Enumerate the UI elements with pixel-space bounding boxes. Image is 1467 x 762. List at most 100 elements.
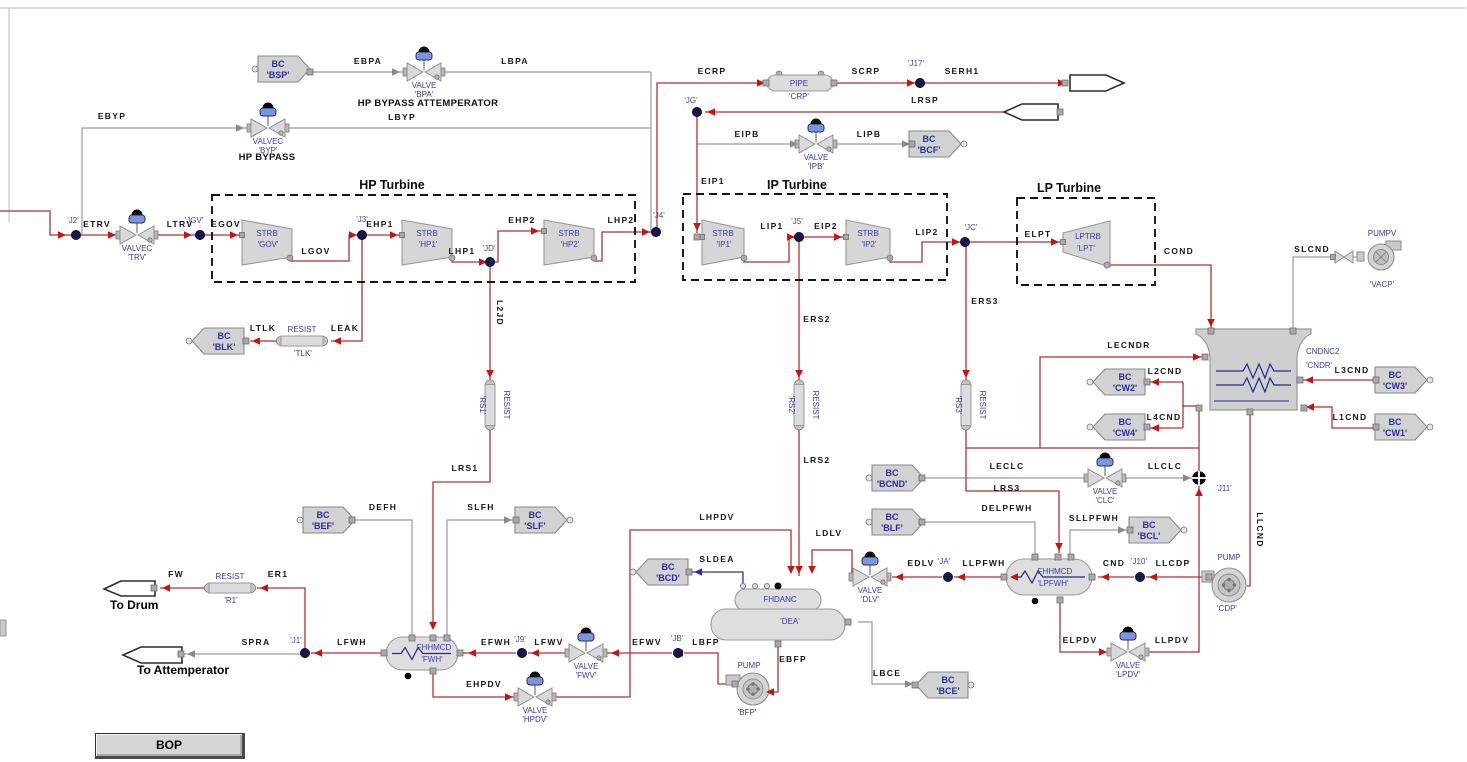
valve-dlv[interactable] — [848, 551, 892, 587]
turbine-lptrb-lpt[interactable] — [1060, 220, 1111, 268]
label: 'JA' — [938, 557, 951, 566]
line-label-ldlv: LDLV — [816, 528, 843, 538]
line-label-lipb: LIPB — [857, 129, 882, 139]
label: 'HP2' — [561, 240, 580, 249]
line-label-lecndr: LECNDR — [1107, 340, 1150, 350]
bc-tag-bce[interactable] — [915, 671, 975, 699]
node-j2[interactable] — [71, 229, 82, 240]
node-j17[interactable] — [915, 78, 926, 89]
resist-rs1[interactable] — [484, 379, 496, 431]
node-j9[interactable] — [517, 648, 528, 659]
node-j1[interactable] — [299, 648, 310, 659]
node-jg[interactable] — [692, 107, 703, 118]
port — [239, 232, 245, 238]
resist-tlk[interactable] — [275, 335, 328, 347]
bc-tag-cw3[interactable] — [1374, 366, 1434, 394]
flag-lrsp-in[interactable] — [1002, 103, 1059, 121]
valve-fwv[interactable] — [564, 627, 608, 663]
deaerator-dea[interactable] — [710, 582, 846, 641]
node-jb[interactable] — [673, 648, 684, 659]
valve-bpa[interactable] — [402, 46, 446, 82]
label: 'IP2' — [861, 240, 877, 249]
valve-lpdv[interactable] — [1106, 626, 1150, 662]
valve-trv[interactable] — [115, 209, 159, 245]
bc-tag-bcnd[interactable] — [865, 464, 925, 492]
bc-tag-blk[interactable] — [185, 327, 245, 355]
label: 'BEF' — [312, 521, 334, 531]
actuator-icon — [864, 551, 876, 557]
pump-bfp[interactable] — [725, 672, 770, 706]
flow-arrow — [962, 370, 970, 378]
pump-vacp[interactable] — [1356, 240, 1402, 271]
label: 'CLC' — [1095, 496, 1115, 505]
flag-to-attemperator[interactable] — [121, 646, 183, 664]
valve-clc[interactable] — [1083, 452, 1127, 488]
resist-rs2[interactable] — [793, 379, 805, 431]
condenser-cndr[interactable] — [1195, 328, 1312, 411]
flag-serh1-out[interactable] — [1069, 74, 1126, 92]
bc-tag-bcf[interactable] — [908, 130, 968, 158]
pipe-line — [965, 429, 1060, 553]
bc-tag-bcd[interactable] — [629, 558, 689, 586]
shape — [128, 214, 146, 224]
shape — [299, 648, 310, 659]
bc-tag-blf[interactable] — [865, 508, 925, 536]
connector-dot — [1180, 526, 1188, 534]
resist-r1[interactable] — [203, 582, 256, 594]
heater-lpfwh[interactable] — [1005, 558, 1093, 596]
line-label-defh: DEFH — [369, 502, 397, 512]
node-jgv[interactable] — [194, 229, 205, 240]
heading-hp-turbine: HP Turbine — [359, 178, 425, 192]
line-label-etrv: ETRV — [83, 219, 111, 229]
resist-rs3[interactable] — [960, 379, 972, 431]
bc-tag-cw2[interactable] — [1086, 368, 1146, 396]
pipe-line — [494, 230, 542, 263]
port — [429, 667, 437, 675]
shape — [1110, 642, 1129, 662]
valve-small-slcnd[interactable] — [1330, 250, 1354, 264]
port — [1143, 378, 1151, 386]
label: 'TLK' — [294, 349, 312, 358]
pump-cdp[interactable] — [1201, 567, 1247, 603]
node-j5[interactable] — [794, 231, 805, 242]
turbine-strb-ip1[interactable] — [699, 219, 745, 266]
node-j4[interactable] — [651, 226, 662, 237]
node-j3[interactable] — [356, 229, 367, 240]
flow-arrow — [260, 584, 268, 592]
valve-byp[interactable] — [246, 102, 290, 138]
flow-arrow — [795, 370, 803, 378]
node-j11[interactable] — [1192, 471, 1206, 485]
bop-button[interactable]: BOP — [95, 733, 245, 759]
bc-tag-bef[interactable] — [296, 506, 356, 534]
valve-ipb[interactable] — [794, 118, 838, 154]
line-label-scrp: SCRP — [852, 66, 881, 76]
pipe-line — [331, 239, 363, 342]
pipe-line — [392, 646, 451, 661]
shape — [710, 608, 846, 641]
flow-arrow — [531, 227, 539, 235]
port — [1031, 553, 1039, 561]
node-j10[interactable] — [1135, 572, 1146, 583]
node-ja[interactable] — [943, 572, 954, 583]
bc-tag-bcl[interactable] — [1128, 516, 1188, 544]
node-jd[interactable] — [484, 256, 495, 267]
valve-hpdv[interactable] — [513, 671, 557, 707]
bc-tag-cw4[interactable] — [1086, 413, 1146, 441]
flow-arrow — [1151, 424, 1159, 432]
bc-tag-bsp[interactable] — [251, 55, 311, 83]
label: 'J4' — [653, 211, 665, 220]
flag-to-drum[interactable] — [102, 580, 156, 597]
flow-arrow — [58, 231, 66, 239]
connector-dot — [886, 254, 894, 262]
bc-tag-cw1[interactable] — [1374, 413, 1434, 441]
flow-arrow — [1149, 573, 1157, 581]
connector-dot — [286, 254, 294, 262]
label: BC — [886, 512, 899, 522]
shape — [1119, 631, 1137, 641]
shape — [191, 327, 245, 355]
bc-tag-slf[interactable] — [514, 506, 574, 534]
heater-fwh[interactable] — [385, 636, 459, 671]
label: BC — [1143, 520, 1156, 530]
actuator-icon — [262, 102, 274, 108]
node-jc[interactable] — [960, 236, 971, 247]
